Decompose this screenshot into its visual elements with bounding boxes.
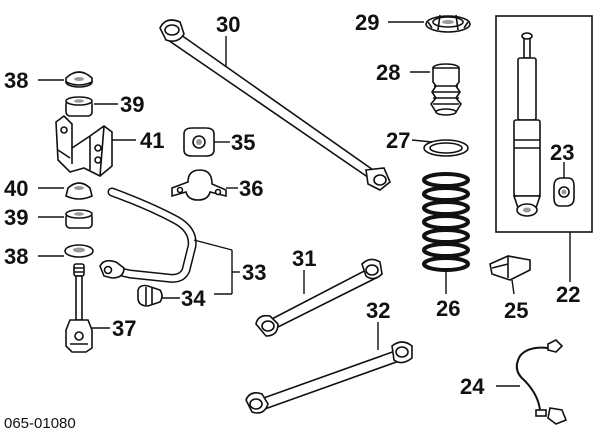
part-37-stabilizer-link: [65, 263, 93, 353]
callout-38-bottom: 38: [4, 244, 28, 269]
diagram-code: 065-01080: [4, 415, 76, 432]
part-33-stabilizer-bar: [99, 187, 197, 283]
callout-26: 26: [436, 296, 460, 321]
callout-27: 27: [386, 128, 410, 153]
part-27-spring-insulator: [423, 139, 469, 157]
part-32-lateral-link: [245, 341, 413, 414]
callout-40: 40: [4, 176, 28, 201]
part-39-top-bushing: [65, 96, 93, 117]
shock-absorber-box: [495, 15, 593, 233]
callout-22: 22: [556, 282, 580, 307]
leader-33-upper: [193, 239, 233, 251]
part-34-bushing: [137, 284, 163, 307]
part-22-shock-absorber: [512, 32, 542, 217]
part-26-coil-spring: [422, 172, 470, 272]
callout-38-top: 38: [4, 68, 28, 93]
part-38-top-bushing: [65, 71, 93, 88]
callout-37: 37: [112, 316, 136, 341]
callout-28: 28: [376, 60, 400, 85]
callout-36: 36: [239, 176, 263, 201]
part-25-bracket: [489, 255, 531, 281]
leader-25: [511, 279, 515, 295]
part-36-stabilizer-bracket: [171, 169, 227, 201]
part-30-upper-arm: [159, 19, 391, 191]
part-28-bump-stop: [430, 63, 462, 116]
part-29-spring-seat: [425, 14, 471, 33]
part-38-bottom-washer: [64, 244, 94, 258]
part-40-bushing: [65, 182, 93, 200]
part-24-abs-sensor: [515, 339, 568, 425]
part-31-lower-arm: [255, 258, 383, 337]
callout-39-top: 39: [120, 92, 144, 117]
callout-39-bottom: 39: [4, 205, 28, 230]
leader-27: [411, 139, 433, 143]
callout-31: 31: [292, 246, 316, 271]
part-41-bracket: [55, 114, 113, 177]
part-39-bottom-bushing: [65, 209, 93, 229]
callout-24: 24: [460, 374, 485, 399]
callout-33: 33: [242, 260, 266, 285]
callout-35: 35: [231, 130, 255, 155]
callout-30: 30: [216, 12, 240, 37]
callout-25: 25: [504, 298, 528, 323]
callout-23: 23: [550, 140, 574, 165]
callout-29: 29: [355, 10, 379, 35]
callout-41: 41: [140, 128, 164, 153]
callout-32: 32: [366, 298, 390, 323]
part-23-shock-bushing: [553, 177, 575, 207]
part-35-stabilizer-bushing: [183, 127, 215, 157]
callout-34: 34: [181, 286, 206, 311]
